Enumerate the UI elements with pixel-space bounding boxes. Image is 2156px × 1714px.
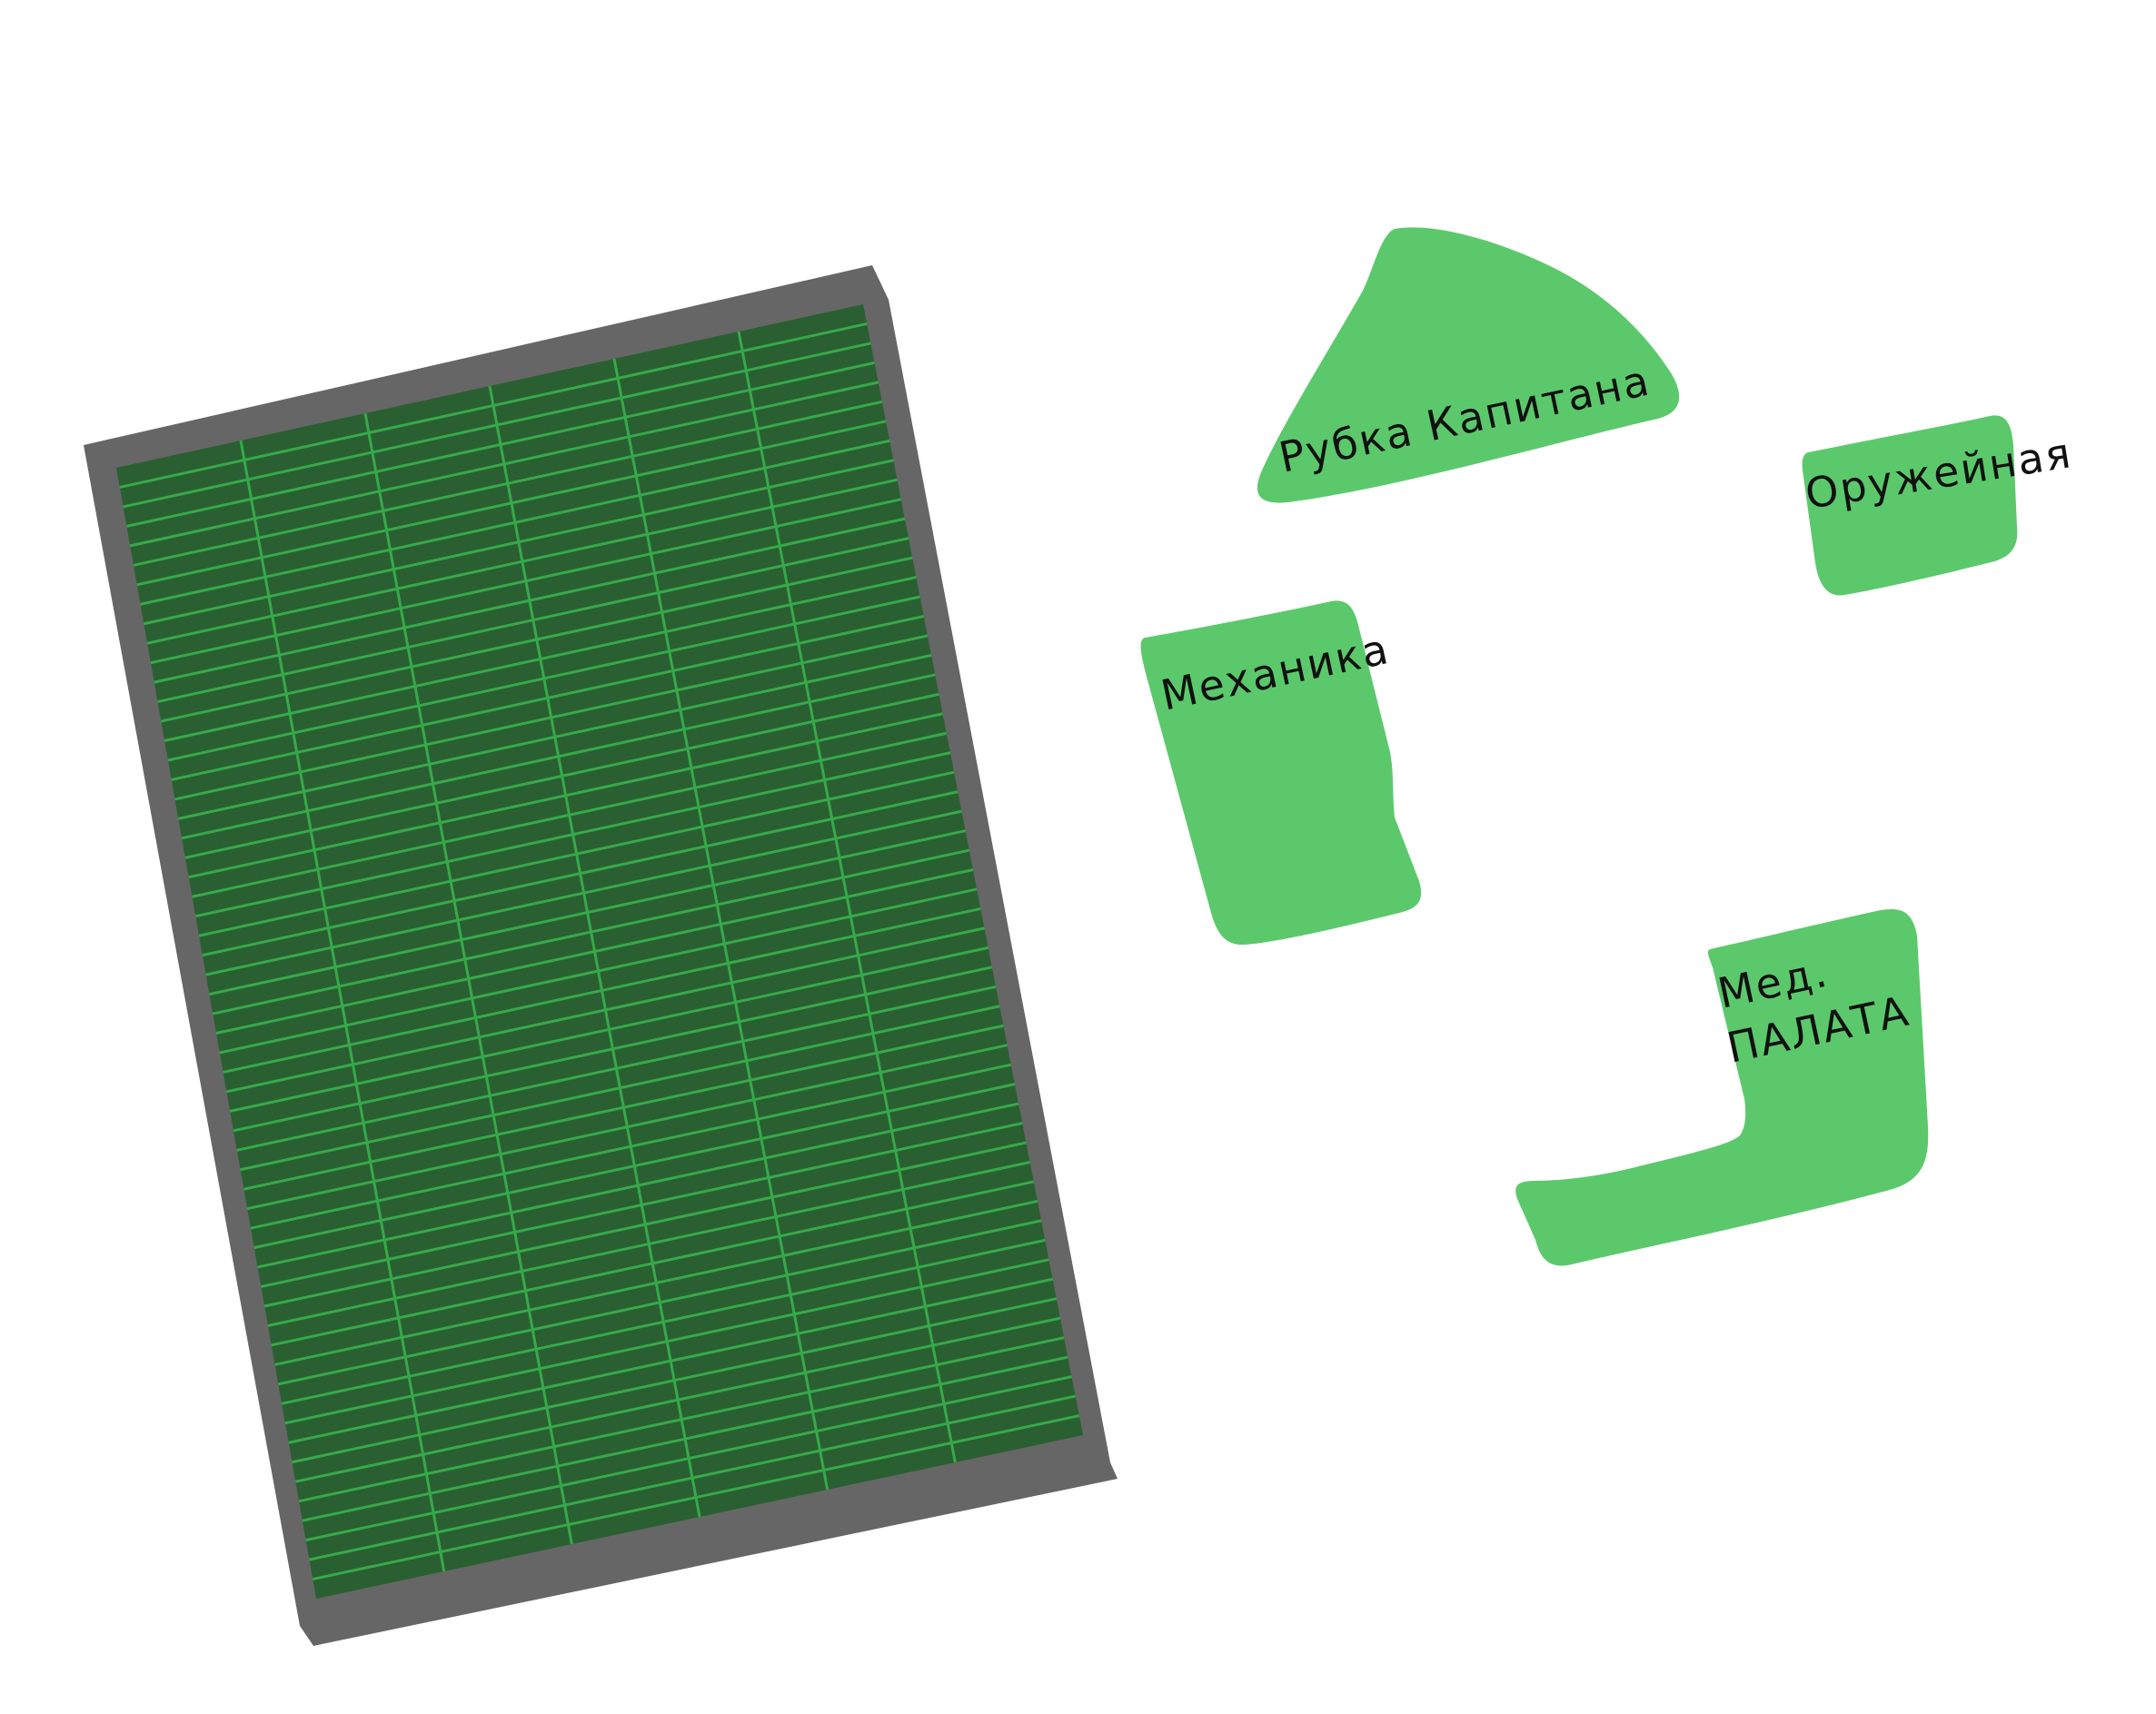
grid-row-line xyxy=(253,1083,1016,1250)
grid-row-line xyxy=(236,985,997,1152)
grid-row-line xyxy=(194,751,951,918)
room-engineering-shape xyxy=(1140,600,1422,946)
room-medbay[interactable]: Мед. ПАЛАТА xyxy=(1515,908,1929,1266)
grid-row-line xyxy=(281,1238,1046,1405)
grid-row-line xyxy=(292,1297,1058,1464)
grid-row-line xyxy=(274,1199,1038,1366)
grid-row-line xyxy=(119,322,868,489)
grid-row-line xyxy=(205,809,962,976)
room-armory-shape xyxy=(1802,415,2018,596)
grid-row-line xyxy=(229,946,989,1113)
grid-row-line xyxy=(263,1141,1027,1308)
grid-row-line xyxy=(250,1063,1012,1230)
grid-row-line xyxy=(123,342,871,509)
grid-row-line xyxy=(181,673,936,840)
grid-row-line xyxy=(267,1161,1030,1327)
grid-row-line xyxy=(309,1394,1076,1561)
grid-row-line xyxy=(140,439,890,606)
grid-row-line xyxy=(144,459,894,626)
grid-panel xyxy=(84,265,1118,1646)
grid-row-line xyxy=(146,478,898,645)
grid-row-line xyxy=(298,1336,1065,1503)
grid-row-line xyxy=(184,692,939,859)
room-armory[interactable]: Оружейная xyxy=(1802,415,2075,596)
grid-row-line xyxy=(160,556,913,723)
grid-row-line xyxy=(154,517,906,684)
room-medbay-shape xyxy=(1515,908,1929,1266)
grid-row-line xyxy=(243,1024,1004,1191)
grid-row-line xyxy=(192,731,948,898)
grid-row-line xyxy=(209,829,966,996)
room-captain-shape xyxy=(1257,227,1680,503)
grid-row-line xyxy=(284,1258,1049,1425)
grid-row-line xyxy=(126,361,875,528)
grid-row-line xyxy=(202,790,959,957)
grid-row-line xyxy=(212,848,970,1016)
grid-row-line xyxy=(133,400,883,567)
grid-row-line xyxy=(164,576,917,742)
grid-row-line xyxy=(312,1414,1080,1581)
grid-row-line xyxy=(150,498,902,665)
grid-row-line xyxy=(246,1044,1008,1211)
grid-row-line xyxy=(305,1375,1072,1542)
grid-row-line xyxy=(219,887,978,1055)
grid-row-line xyxy=(215,868,974,1035)
grid-row-line xyxy=(171,614,925,781)
grid-row-line xyxy=(167,595,920,762)
grid-row-line xyxy=(198,770,955,937)
room-captain-bridge[interactable]: Рубка Капитана xyxy=(1257,227,1680,503)
grid-row-line xyxy=(240,1005,1000,1172)
grid-row-line xyxy=(174,634,929,801)
grid-row-line xyxy=(302,1355,1068,1522)
grid-row-line xyxy=(188,712,943,879)
grid-row-line xyxy=(129,381,879,548)
grid-row-line xyxy=(223,907,981,1074)
grid-row-line xyxy=(157,537,909,704)
grid-row-line xyxy=(288,1277,1053,1444)
grid-row-line xyxy=(136,420,887,587)
grid-row-line xyxy=(277,1219,1042,1386)
grid-row-line xyxy=(233,966,993,1133)
grid-row-line xyxy=(260,1122,1023,1289)
grid-lines xyxy=(119,322,1080,1581)
grid-row-line xyxy=(177,653,932,820)
grid-row-line xyxy=(271,1180,1035,1347)
grid-row-line xyxy=(294,1316,1061,1483)
grid-row-line xyxy=(257,1102,1019,1269)
grid-row-line xyxy=(226,926,985,1094)
room-engineering[interactable]: Механика xyxy=(1140,600,1422,946)
